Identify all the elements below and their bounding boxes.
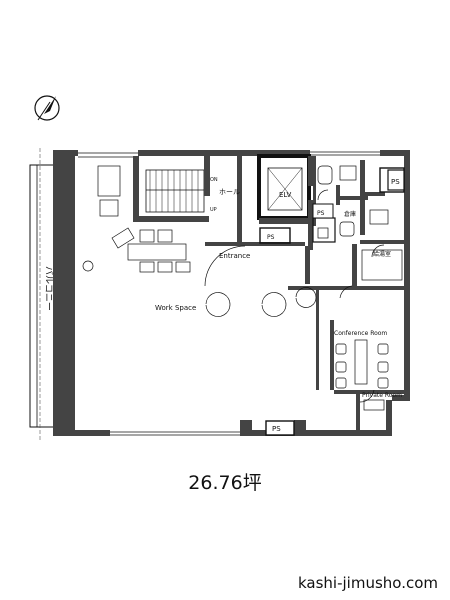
desks: [82, 227, 191, 273]
site-watermark: kashi-jimusho.com: [297, 574, 438, 592]
work-space-label: Work Space: [155, 304, 196, 312]
kitchen-label: 給湯室: [373, 250, 391, 258]
private-room-label: Private Room: [362, 392, 402, 399]
entrance-label: Entrance: [219, 252, 250, 260]
interior-walls: [205, 156, 408, 430]
ps-label-wc: PS: [317, 210, 325, 217]
floor-plan: ホール ELV ON UP Entrance Work Space Confer…: [29, 95, 410, 440]
ps-label-bottom: PS: [272, 425, 281, 433]
conference-room-label: Conference Room: [334, 330, 387, 337]
conference-furniture: [335, 339, 389, 411]
ps-label-hall: PS: [267, 234, 275, 241]
door-swings: [204, 189, 385, 403]
hall-label: ホール: [219, 188, 240, 196]
stair-core: [133, 156, 210, 222]
fixtures: [97, 165, 403, 281]
balcony-label: バルコニー: [43, 266, 54, 311]
floor-area: 26.76坪: [188, 472, 262, 494]
outer-walls: [53, 150, 410, 436]
elevator: [257, 154, 311, 224]
storage-label: 倉庫: [344, 210, 356, 218]
pipe-spaces: [265, 169, 405, 436]
compass-icon: [34, 95, 60, 121]
elevator-label: ELV: [279, 191, 292, 199]
stair-up-label: UP: [210, 207, 217, 213]
ps-label-right: PS: [391, 178, 400, 186]
stair-on-label: ON: [210, 177, 218, 183]
